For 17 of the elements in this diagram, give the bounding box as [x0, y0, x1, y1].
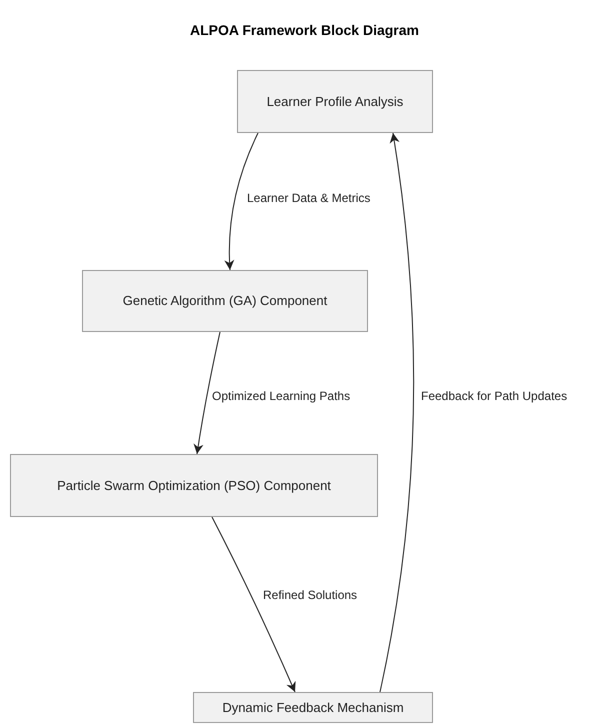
- node-text: Dynamic Feedback Mechanism: [222, 698, 404, 717]
- process-box: [237, 70, 433, 133]
- process-box: [193, 692, 433, 723]
- process-box: [82, 270, 368, 332]
- arrow: [380, 132, 414, 692]
- edge-label: Feedback for Path Updates: [420, 389, 568, 403]
- node-text: Genetic Algorithm (GA) Component: [122, 292, 328, 310]
- arrow: [194, 332, 220, 454]
- edge-label: Learner Data & Metrics: [246, 191, 372, 205]
- edge-label: Optimized Learning Paths: [211, 389, 352, 403]
- edge-label: Refined Solutions: [262, 588, 358, 602]
- diagram-title: ALPOA Framework Block Diagram: [189, 21, 420, 40]
- arrow: [212, 516, 296, 692]
- node-text: Learner Profile Analysis: [266, 92, 404, 111]
- process-box: [10, 454, 378, 517]
- node-text: Particle Swarm Optimization (PSO) Component: [57, 476, 331, 495]
- arrow: [224, 132, 258, 270]
